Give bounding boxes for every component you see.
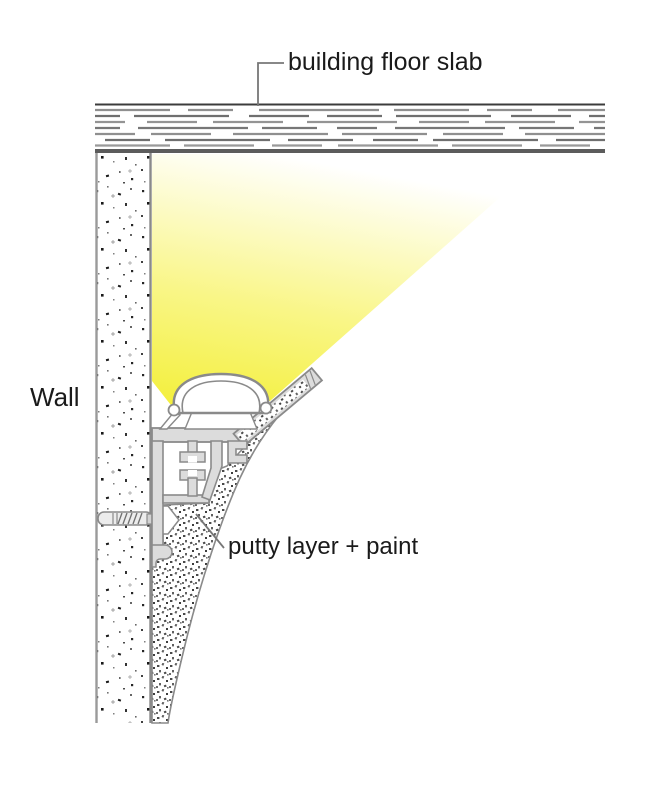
screw-anchor	[97, 511, 156, 526]
wall-texture	[97, 153, 150, 723]
profile-t-slot-lower	[179, 469, 206, 497]
lens-right-foot	[259, 401, 273, 415]
slab-hatch-lines	[95, 108, 605, 147]
profile-bottom-hook	[151, 544, 173, 568]
profile-t-slot-upper	[179, 440, 206, 463]
lens-pedestal	[183, 411, 259, 430]
slab-leader-line	[257, 62, 284, 106]
floor-slab-label: building floor slab	[288, 48, 483, 76]
floor-slab	[95, 103, 605, 153]
putty-layer-label: putty layer + paint	[228, 533, 419, 560]
profile-back-plate	[151, 440, 164, 559]
wall-label: Wall	[30, 382, 80, 412]
screw-thread-hatch	[117, 512, 143, 525]
lens-dome	[158, 372, 273, 430]
putty-leader-line	[195, 513, 225, 549]
wall	[95, 153, 152, 723]
light-beam	[152, 154, 549, 409]
profile-clip	[227, 440, 248, 464]
lens-left-foot	[167, 403, 181, 417]
